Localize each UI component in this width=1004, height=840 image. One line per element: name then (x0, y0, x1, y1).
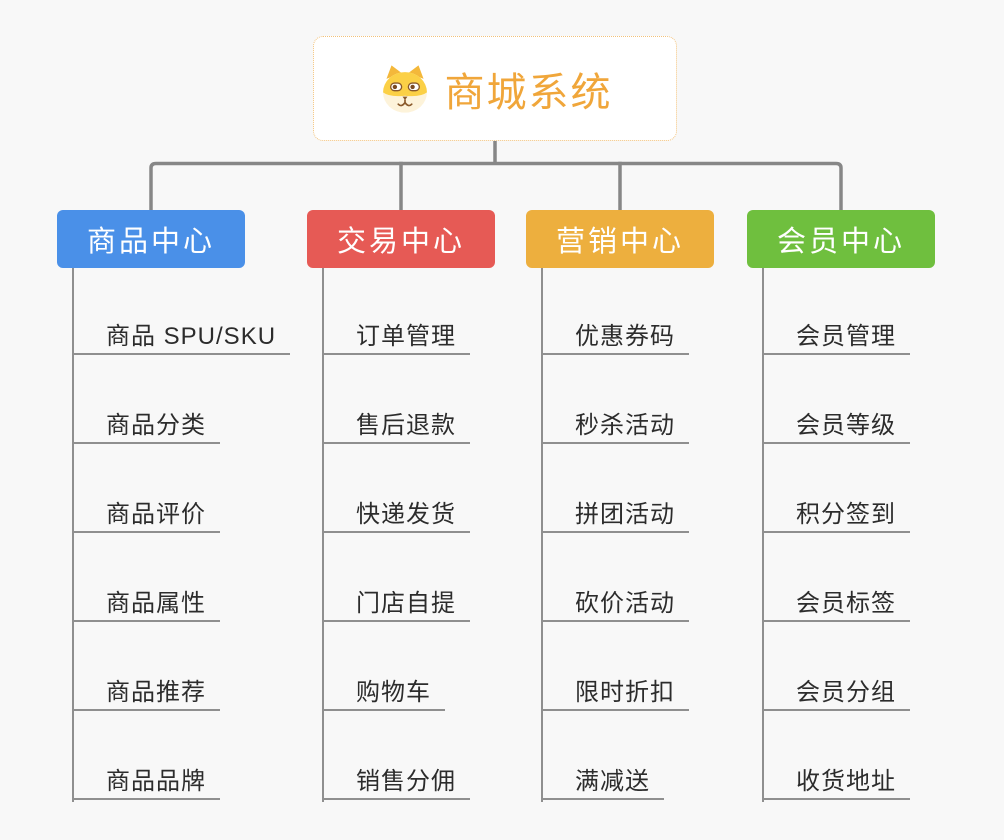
branch-children-connector (322, 268, 324, 802)
branch-children-connector (762, 268, 764, 802)
branch-bracket-line (149, 161, 843, 212)
leaf-node[interactable]: 砍价活动 (541, 588, 689, 622)
leaf-node[interactable]: 售后退款 (322, 410, 470, 444)
branch-node-marketing-center[interactable]: 营销中心 (526, 210, 714, 268)
branch-children-connector (541, 268, 543, 802)
leaf-node[interactable]: 商品属性 (72, 588, 220, 622)
leaf-node[interactable]: 优惠券码 (541, 321, 689, 355)
leaf-node[interactable]: 会员等级 (762, 410, 910, 444)
leaf-node[interactable]: 会员分组 (762, 677, 910, 711)
branch-node-trade-center[interactable]: 交易中心 (307, 210, 495, 268)
branch-node-member-center[interactable]: 会员中心 (747, 210, 935, 268)
leaf-node[interactable]: 购物车 (322, 677, 445, 711)
leaf-node[interactable]: 商品 SPU/SKU (72, 321, 291, 355)
leaf-node[interactable]: 商品推荐 (72, 677, 220, 711)
leaf-node[interactable]: 销售分佣 (322, 766, 470, 800)
leaf-node[interactable]: 积分签到 (762, 499, 910, 533)
leaf-node[interactable]: 商品品牌 (72, 766, 220, 800)
root-title: 商城系统 (444, 70, 613, 115)
leaf-node[interactable]: 会员标签 (762, 588, 910, 622)
leaf-node[interactable]: 商品分类 (72, 410, 220, 444)
leaf-node[interactable]: 订单管理 (322, 321, 470, 355)
leaf-node[interactable]: 拼团活动 (541, 499, 689, 533)
branch-children-connector (72, 268, 74, 802)
branch-column-member: 会员中心 会员管理 会员等级 积分签到 会员标签 会员分组 收货地址 (747, 210, 935, 810)
leaf-node[interactable]: 会员管理 (762, 321, 910, 355)
leaf-node[interactable]: 商品评价 (72, 499, 220, 533)
branch-column-trade: 交易中心 订单管理 售后退款 快递发货 门店自提 购物车 销售分佣 (307, 210, 495, 810)
branch-column-marketing: 营销中心 优惠券码 秒杀活动 拼团活动 砍价活动 限时折扣 满减送 (526, 210, 714, 810)
leaf-node[interactable]: 门店自提 (322, 588, 470, 622)
leaf-node[interactable]: 收货地址 (762, 766, 910, 800)
leaf-node[interactable]: 秒杀活动 (541, 410, 689, 444)
root-node[interactable]: 商城系统 (313, 36, 677, 141)
dog-face-icon (382, 64, 427, 113)
branch-node-product-center[interactable]: 商品中心 (57, 210, 245, 268)
leaf-node[interactable]: 限时折扣 (541, 677, 689, 711)
leaf-node[interactable]: 满减送 (541, 766, 664, 800)
branch-column-product: 商品中心 商品 SPU/SKU 商品分类 商品评价 商品属性 商品推荐 商品品牌 (57, 210, 291, 810)
leaf-node[interactable]: 快递发货 (322, 499, 470, 533)
